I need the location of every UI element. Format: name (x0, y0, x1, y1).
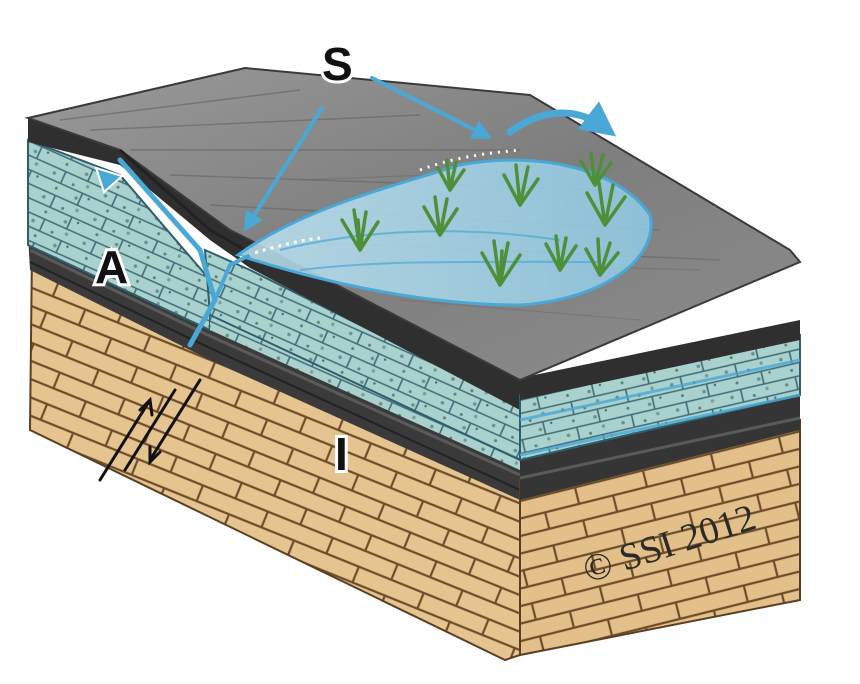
grass-tuft (544, 234, 578, 272)
grass-tuft (585, 181, 627, 227)
label-aquifer: A (95, 241, 128, 293)
spring-arrows (243, 76, 617, 232)
label-spring: S (322, 38, 353, 90)
arrow-up-icon (138, 396, 154, 417)
grass-tuft (502, 163, 540, 207)
grass-tuft (579, 151, 613, 187)
spring-wetland (234, 148, 653, 307)
label-impermeable: I (335, 428, 348, 480)
fault-line-icon (98, 398, 152, 482)
grass-tuft (436, 158, 466, 192)
grass-tufts (340, 151, 627, 287)
arrow-outflow-icon (506, 101, 617, 137)
arrow-to-fault-icon (243, 106, 324, 232)
grass-tuft (340, 208, 380, 252)
fault-arrows (98, 378, 202, 482)
flow-arrowhead-icon (94, 166, 124, 194)
grass-tuft (480, 239, 522, 287)
fault-line-icon (123, 388, 177, 472)
arrow-down-icon (148, 445, 162, 466)
fault-line-icon (148, 378, 202, 462)
arrow-to-spring-icon (370, 76, 493, 139)
groundwater-seepage (94, 157, 801, 457)
grass-tuft (422, 195, 459, 237)
grass-tuft (584, 237, 620, 277)
